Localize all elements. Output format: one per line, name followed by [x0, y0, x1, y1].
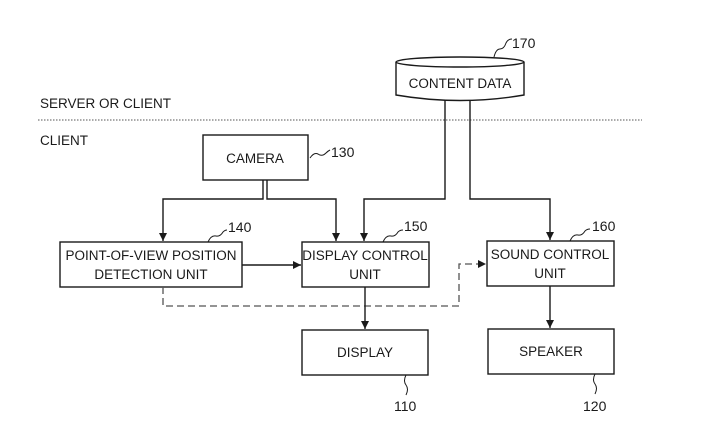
ref-110: 110: [394, 398, 417, 414]
zone-label-server-or-client: SERVER OR CLIENT: [40, 96, 171, 111]
display-control-block: [301, 241, 430, 288]
display-block: [301, 329, 429, 376]
ref-leader-140: [207, 229, 228, 243]
pov-detection-label-line2: DETECTION UNIT: [94, 267, 207, 282]
arrow-content-to-sound-control: [469, 100, 554, 240]
ref-120: 120: [583, 398, 607, 414]
ref-leader-110: [404, 374, 408, 396]
ref-160: 160: [592, 218, 616, 234]
ref-leader-150: [382, 229, 404, 243]
pov-detection-label-line1: POINT-OF-VIEW POSITION: [65, 248, 236, 263]
display-control-label-line2: UNIT: [349, 267, 381, 282]
camera-block: [202, 134, 309, 181]
arrow-camera-to-display-control: [266, 180, 340, 241]
speaker-block: [487, 328, 615, 375]
arrow-pov-to-sound-control-dashed: [162, 260, 486, 307]
camera-label: CAMERA: [226, 151, 284, 166]
display-label: DISPLAY: [337, 345, 393, 360]
display-control-label-line1: DISPLAY CONTROL: [302, 248, 428, 263]
content-data-block: CONTENT DATA: [395, 56, 525, 102]
sound-control-label-line1: SOUND CONTROL: [491, 247, 610, 262]
speaker-label: SPEAKER: [519, 344, 583, 359]
ref-150: 150: [404, 218, 428, 234]
cylinder-top: [395, 56, 525, 68]
arrow-camera-to-pov: [159, 180, 264, 241]
ref-170: 170: [512, 35, 536, 51]
ref-140: 140: [228, 219, 252, 235]
zone-label-client: CLIENT: [40, 133, 88, 148]
cylinder-body: [395, 62, 525, 102]
content-data-label: CONTENT DATA: [409, 76, 512, 91]
ref-leader-120: [593, 373, 597, 395]
ref-leader-160: [569, 228, 591, 242]
ref-130: 130: [331, 144, 355, 160]
ref-leader-130: [309, 149, 331, 159]
pov-detection-block: [59, 241, 243, 288]
sound-control-label-line2: UNIT: [534, 266, 566, 281]
sound-control-block: [486, 240, 615, 287]
arrow-content-to-display-control: [360, 100, 446, 241]
ref-leader-170: [493, 38, 513, 58]
